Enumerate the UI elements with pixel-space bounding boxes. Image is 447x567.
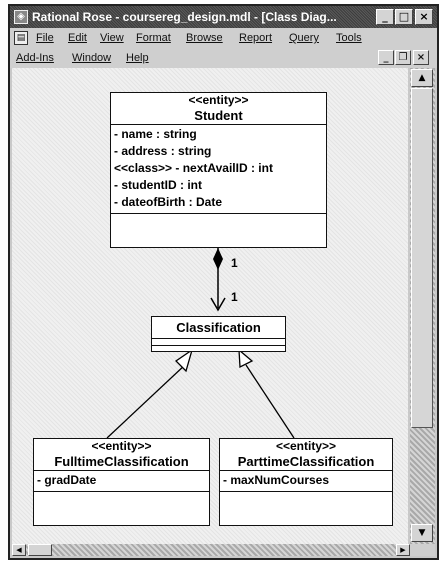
class-student-stereotype: <<entity>> — [188, 93, 249, 107]
multiplicity-source: 1 — [231, 256, 238, 270]
menu-file[interactable]: File — [36, 32, 54, 44]
menu-window[interactable]: Window — [72, 52, 112, 64]
class-parttime-name: ParttimeClassification — [237, 454, 375, 469]
maximize-button[interactable]: □ — [395, 9, 413, 25]
horizontal-scroll-thumb[interactable] — [28, 544, 52, 556]
class-classification-header: Classification — [152, 317, 285, 339]
class-student-operations — [111, 214, 326, 223]
menu-view[interactable]: View — [100, 32, 124, 44]
class-parttime-stereotype: <<entity>> — [275, 439, 337, 453]
minimize-button[interactable]: _ — [376, 9, 394, 25]
attribute-address: - address : string — [114, 144, 212, 158]
attribute-name: - name : string — [114, 127, 197, 141]
composition-diamond — [213, 248, 223, 270]
attribute-student-id: - studentID : int — [114, 178, 202, 192]
menu-add-ins[interactable]: Add-Ins — [16, 52, 54, 64]
menu-browse[interactable]: Browse — [186, 32, 223, 44]
class-student-header: <<entity>> Student — [111, 93, 326, 125]
diagram-minimize-button[interactable]: _ — [378, 50, 394, 65]
window-title: Rational Rose - coursereg_design.mdl - [… — [32, 10, 337, 24]
rational-rose-app-icon[interactable]: ◈ — [14, 10, 28, 24]
attribute-next-avail-id: <<class>> - nextAvailID : int — [114, 161, 273, 175]
vertical-scrollbar[interactable]: ▲ ▼ — [410, 68, 435, 544]
attribute-grad-date: - gradDate — [37, 473, 97, 487]
title-bar[interactable]: ◈ Rational Rose - coursereg_design.mdl -… — [10, 6, 437, 28]
class-fulltime-classification[interactable]: <<entity>> FulltimeClassification - grad… — [33, 438, 210, 526]
menu-help[interactable]: Help — [126, 52, 149, 64]
scrollbar-corner — [410, 544, 435, 556]
class-fulltime-name: FulltimeClassification — [54, 454, 189, 469]
class-parttime-header: <<entity>> ParttimeClassification — [220, 439, 392, 471]
generalization-arrowhead-fulltime — [174, 348, 194, 373]
close-button[interactable]: × — [415, 9, 433, 25]
attribute-date-of-birth: - dateofBirth : Date — [114, 195, 222, 209]
class-student-name: Student — [194, 108, 243, 123]
scroll-left-arrow-icon[interactable]: ◀ — [12, 544, 26, 556]
class-parttime-attributes: - maxNumCourses — [220, 471, 392, 492]
vertical-scroll-thumb[interactable] — [411, 88, 433, 428]
rational-rose-window: ◈ Rational Rose - coursereg_design.mdl -… — [8, 4, 439, 560]
document-icon[interactable]: ▤ — [14, 31, 28, 45]
class-student[interactable]: <<entity>> Student - name : string - add… — [110, 92, 327, 248]
menu-bar-row-1: ▤ File Edit View Format Browse Report Qu… — [10, 28, 437, 48]
diagram-close-button[interactable]: × — [413, 50, 429, 65]
diagram-restore-button[interactable]: ❐ — [395, 50, 411, 65]
menu-bar-row-2: Add-Ins Window Help _ ❐ × — [10, 48, 437, 68]
class-fulltime-attributes: - gradDate — [34, 471, 209, 492]
horizontal-scrollbar[interactable]: ◀ ▶ — [12, 544, 410, 556]
diagram-relationships — [106, 248, 295, 439]
class-parttime-classification[interactable]: <<entity>> ParttimeClassification - maxN… — [219, 438, 393, 526]
scroll-up-arrow-icon[interactable]: ▲ — [411, 69, 433, 87]
class-parttime-operations — [220, 492, 392, 501]
class-classification-name: Classification — [176, 320, 261, 335]
generalization-line-parttime — [245, 364, 295, 439]
class-fulltime-stereotype: <<entity>> — [91, 439, 152, 453]
menu-query[interactable]: Query — [289, 32, 319, 44]
class-classification[interactable]: Classification — [151, 316, 286, 352]
navigability-arrow — [210, 297, 226, 312]
menu-format[interactable]: Format — [136, 32, 171, 44]
generalization-line-fulltime — [106, 363, 187, 439]
class-student-attributes: - name : string - address : string <<cla… — [111, 125, 326, 214]
multiplicity-target: 1 — [231, 290, 238, 304]
menu-tools[interactable]: Tools — [336, 32, 362, 44]
class-fulltime-operations — [34, 492, 209, 501]
generalization-arrowhead-parttime — [238, 348, 254, 369]
menu-report[interactable]: Report — [239, 32, 273, 44]
scroll-right-arrow-icon[interactable]: ▶ — [396, 544, 410, 556]
menu-edit[interactable]: Edit — [68, 32, 87, 44]
class-classification-attributes — [152, 339, 285, 346]
class-diagram-canvas[interactable]: <<entity>> Student - name : string - add… — [12, 68, 408, 544]
class-fulltime-header: <<entity>> FulltimeClassification — [34, 439, 209, 471]
attribute-max-num-courses: - maxNumCourses — [223, 473, 330, 487]
scroll-down-arrow-icon[interactable]: ▼ — [411, 524, 433, 542]
